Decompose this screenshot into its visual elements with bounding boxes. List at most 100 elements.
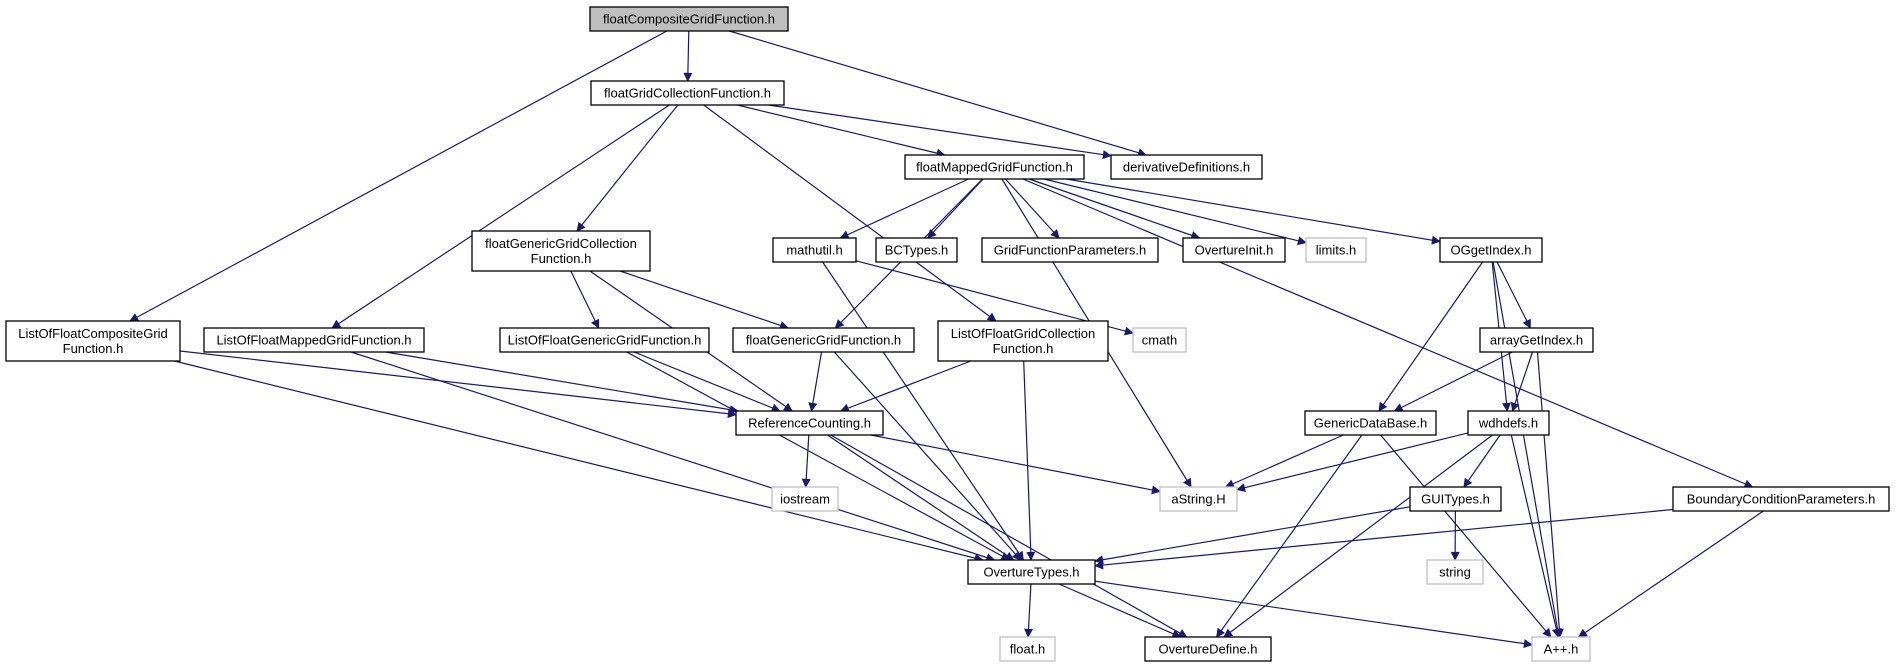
edge-wdh-to-astring xyxy=(1236,432,1469,493)
node-box xyxy=(1426,559,1484,585)
node-lofmgf[interactable]: ListOfFloatMappedGridFunction.h xyxy=(203,327,425,353)
edge-wdh-to-odef xyxy=(1223,434,1493,638)
node-otypes[interactable]: OvertureTypes.h xyxy=(967,559,1096,585)
edge-fgcf-to-lofmgf xyxy=(331,104,670,329)
node-fmgf[interactable]: floatMappedGridFunction.h xyxy=(904,154,1085,180)
edge-wdh-to-gui xyxy=(1463,434,1501,488)
node-dd[interactable]: derivativeDefinitions.h xyxy=(1110,154,1263,180)
node-box xyxy=(732,327,915,353)
edge-fmgf-to-oggi xyxy=(1066,178,1441,245)
node-box xyxy=(1672,486,1890,512)
node-label: mathutil.h xyxy=(786,242,842,257)
edge-bcp-to-otypes xyxy=(1094,508,1674,570)
node-box xyxy=(1305,237,1367,263)
node-fgcf[interactable]: floatGridCollectionFunction.h xyxy=(590,80,785,106)
node-bctypes[interactable]: BCTypes.h xyxy=(875,237,958,263)
node-oinit[interactable]: OvertureInit.h xyxy=(1182,237,1286,263)
node-box xyxy=(1159,486,1238,512)
node-label: OvertureInit.h xyxy=(1195,242,1274,257)
edge-rc-to-astring xyxy=(870,434,1161,495)
node-box xyxy=(1182,237,1286,263)
node-limits: limits.h xyxy=(1305,237,1367,263)
node-label: ListOfFloatMappedGridFunction.h xyxy=(216,332,411,347)
edge-lofcgf-to-otypes xyxy=(174,360,984,563)
node-gfp[interactable]: GridFunctionParameters.h xyxy=(981,237,1159,263)
edge-root-to-fgcf xyxy=(683,30,693,82)
node-label: floatGridCollectionFunction.h xyxy=(604,85,771,100)
node-box xyxy=(981,237,1159,263)
node-label: GridFunctionParameters.h xyxy=(994,242,1146,257)
node-box xyxy=(5,320,181,362)
node-floath: float.h xyxy=(999,636,1056,662)
node-box xyxy=(203,327,425,353)
edge-fmgf-to-oinit xyxy=(1028,178,1201,240)
edge-fggf-to-rc xyxy=(808,351,823,412)
edge-lofmgf-to-rc xyxy=(385,351,739,415)
edge-fggcf-to-lofggf xyxy=(570,270,600,329)
node-box xyxy=(1467,410,1550,436)
node-box xyxy=(771,486,839,512)
node-label: arrayGetIndex.h xyxy=(1490,332,1583,347)
node-mathutil[interactable]: mathutil.h xyxy=(772,237,857,263)
node-label: BCTypes.h xyxy=(885,242,949,257)
nodes-layer: floatCompositeGridFunction.h floatGridCol… xyxy=(5,6,1890,662)
node-label: Function.h xyxy=(63,341,124,356)
node-box xyxy=(589,6,789,32)
node-label: ListOfFloatGenericGridFunction.h xyxy=(508,332,702,347)
node-label: float.h xyxy=(1010,641,1045,656)
edge-oggi-to-gdb xyxy=(1378,261,1484,412)
node-root: floatCompositeGridFunction.h xyxy=(589,6,789,32)
edge-agi-to-wdh xyxy=(1510,351,1534,412)
node-label: Function.h xyxy=(531,251,592,266)
node-box xyxy=(1439,237,1543,263)
edge-otypes-to-odef xyxy=(1058,583,1182,638)
edge-lofgcf-to-rc xyxy=(839,360,972,413)
node-agi[interactable]: arrayGetIndex.h xyxy=(1479,327,1594,353)
node-lofggf[interactable]: ListOfFloatGenericGridFunction.h xyxy=(499,327,710,353)
node-label: ListOfFloatGridCollection xyxy=(951,326,1096,341)
node-box xyxy=(967,559,1096,585)
node-box xyxy=(1144,636,1272,662)
node-box xyxy=(937,320,1109,362)
node-label: wdhdefs.h xyxy=(1478,415,1538,430)
edge-fmgf-to-bctypes xyxy=(927,178,984,239)
node-label: cmath xyxy=(1142,332,1177,347)
edge-fmgf-to-bcp xyxy=(1022,178,1754,488)
node-fggf[interactable]: floatGenericGridFunction.h xyxy=(732,327,915,353)
edge-fmgf-to-mathutil xyxy=(839,178,969,239)
node-odef[interactable]: OvertureDefine.h xyxy=(1144,636,1272,662)
edge-lofggf-to-rc xyxy=(633,351,781,413)
node-bcp[interactable]: BoundaryConditionParameters.h xyxy=(1672,486,1890,512)
node-gdb[interactable]: GenericDataBase.h xyxy=(1304,410,1437,436)
edge-agi-to-app xyxy=(1536,351,1564,638)
node-label: floatGenericGridFunction.h xyxy=(746,332,901,347)
node-string: string xyxy=(1426,559,1484,585)
node-label: derivativeDefinitions.h xyxy=(1123,159,1250,174)
node-label: OvertureTypes.h xyxy=(983,564,1079,579)
edges-layer xyxy=(129,30,1764,649)
edge-lofgcf-to-otypes xyxy=(1023,360,1036,561)
node-box xyxy=(1409,486,1502,512)
node-box xyxy=(499,327,710,353)
edge-rc-to-iostream xyxy=(801,434,811,488)
node-app: A++.h xyxy=(1531,636,1591,662)
edge-fmgf-to-gfp xyxy=(1004,178,1060,239)
edge-fggf-to-otypes xyxy=(833,351,1022,561)
node-gui[interactable]: GUITypes.h xyxy=(1409,486,1502,512)
edge-root-to-lofcgf xyxy=(129,30,668,322)
node-label: ReferenceCounting.h xyxy=(748,415,871,430)
node-box xyxy=(471,230,651,272)
node-box xyxy=(772,237,857,263)
edge-fgcf-to-dd xyxy=(768,104,1112,160)
node-label: Function.h xyxy=(993,341,1054,356)
edge-agi-to-gdb xyxy=(1393,351,1513,412)
node-label: floatMappedGridFunction.h xyxy=(916,159,1073,174)
edge-oggi-to-app xyxy=(1492,261,1562,638)
node-wdh[interactable]: wdhdefs.h xyxy=(1467,410,1550,436)
node-oggi[interactable]: OGgetIndex.h xyxy=(1439,237,1543,263)
node-rc[interactable]: ReferenceCounting.h xyxy=(735,410,884,436)
node-box xyxy=(735,410,884,436)
